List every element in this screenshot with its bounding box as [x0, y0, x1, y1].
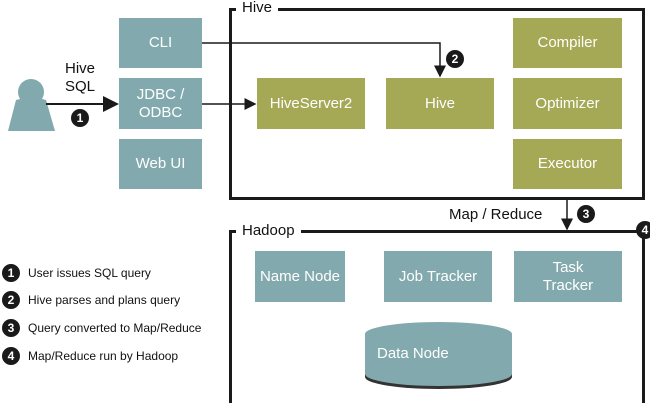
task-tracker-box: Task Tracker: [514, 251, 622, 302]
person-icon: [8, 79, 55, 131]
step-2-badge: 2: [446, 50, 464, 68]
cli-box: CLI: [119, 18, 202, 68]
hive-driver-box: Hive: [386, 78, 494, 129]
hive-frame: [229, 8, 645, 200]
cli-to-hive-arrow: [202, 42, 446, 78]
step-1-badge: 1: [71, 109, 89, 127]
compiler-box: Compiler: [513, 18, 622, 68]
hiveserver2-box: HiveServer2: [257, 78, 365, 129]
hadoop-frame: [229, 230, 645, 403]
step-3-badge: 3: [577, 205, 595, 223]
data-node-cylinder: Data Node: [365, 322, 512, 386]
hadoop-frame-title: Hadoop: [236, 223, 301, 239]
map-reduce-label: Map / Reduce: [449, 206, 543, 223]
optimizer-box: Optimizer: [513, 78, 622, 129]
jdbc-odbc-box: JDBC / ODBC: [119, 78, 202, 129]
hive-frame-title: Hive: [236, 0, 279, 16]
data-node-label: Data Node: [377, 345, 449, 362]
web-ui-box: Web UI: [119, 139, 202, 189]
executor-box: Executor: [513, 139, 622, 189]
step-4-badge: 4: [636, 221, 650, 239]
name-node-box: Name Node: [255, 251, 345, 302]
job-tracker-box: Job Tracker: [384, 251, 492, 302]
